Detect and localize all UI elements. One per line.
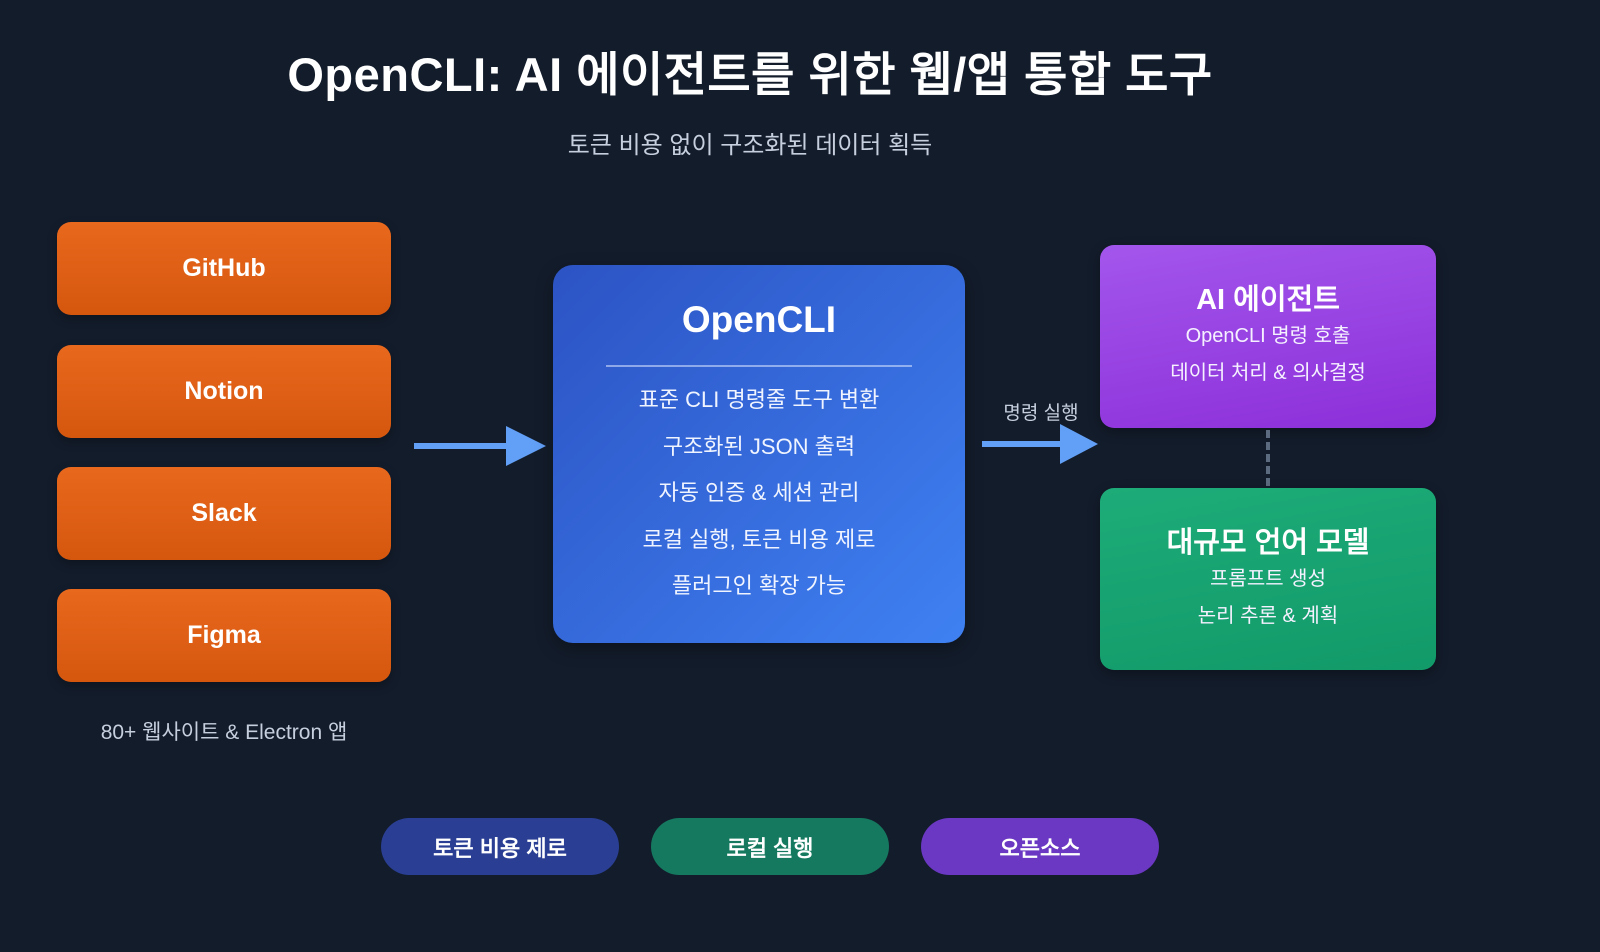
core-feature-1: 표준 CLI 명령줄 도구 변환	[638, 387, 880, 412]
source-label-slack: Slack	[191, 499, 257, 527]
agent-title: AI 에이전트	[1196, 284, 1340, 316]
llm-box: 대규모 언어 모델 프롬프트 생성 논리 추론 & 계획	[1100, 488, 1436, 670]
agent-line-1: OpenCLI 명령 호출	[1185, 325, 1351, 347]
flow-arrow-core-to-agent-icon	[982, 424, 1098, 464]
badge-zero-token-cost: 토큰 비용 제로	[381, 818, 619, 875]
llm-line-2: 논리 추론 & 계획	[1197, 604, 1339, 627]
source-box-github: GitHub	[57, 222, 391, 315]
core-feature-3: 자동 인증 & 세션 관리	[658, 480, 860, 505]
page-subtitle: 토큰 비용 없이 구조화된 데이터 획득	[567, 132, 933, 159]
badge-row: 토큰 비용 제로 로컬 실행 오픈소스	[381, 818, 1159, 875]
core-feature-5: 플러그인 확장 가능	[671, 573, 847, 598]
badge-local-execution: 로컬 실행	[651, 818, 889, 875]
source-box-slack: Slack	[57, 467, 391, 560]
page-title: OpenCLI: AI 에이전트를 위한 웹/앱 통합 도구	[287, 48, 1213, 101]
header: OpenCLI: AI 에이전트를 위한 웹/앱 통합 도구 토큰 비용 없이 …	[0, 36, 1500, 160]
badge-open-source: 오픈소스	[921, 818, 1159, 875]
source-label-figma: Figma	[187, 621, 261, 649]
source-label-github: GitHub	[182, 254, 266, 282]
agent-line-2: 데이터 처리 & 의사결정	[1170, 361, 1366, 384]
flow-command-label: 명령 실행	[1003, 403, 1079, 424]
core-feature-2: 구조화된 JSON 출력	[662, 433, 856, 459]
llm-line-1: 프롬프트 생성	[1210, 568, 1326, 590]
core-feature-4: 로컬 실행, 토큰 비용 제로	[642, 526, 876, 552]
core-title: OpenCLI	[681, 299, 837, 340]
source-box-figma: Figma	[57, 589, 391, 682]
source-box-notion: Notion	[57, 345, 391, 438]
agent-box: AI 에이전트 OpenCLI 명령 호출 데이터 처리 & 의사결정	[1100, 245, 1436, 428]
core-divider	[606, 365, 912, 367]
source-label-notion: Notion	[184, 377, 264, 405]
sources-caption: 80+ 웹사이트 & Electron 앱	[100, 721, 348, 744]
flow-arrow-sources-to-core-icon	[414, 426, 546, 466]
llm-title: 대규모 언어 모델	[1166, 527, 1370, 559]
agent-llm-dashed-connector	[1266, 430, 1270, 486]
core-box: OpenCLI 표준 CLI 명령줄 도구 변환 구조화된 JSON 출력 자동…	[553, 265, 965, 643]
